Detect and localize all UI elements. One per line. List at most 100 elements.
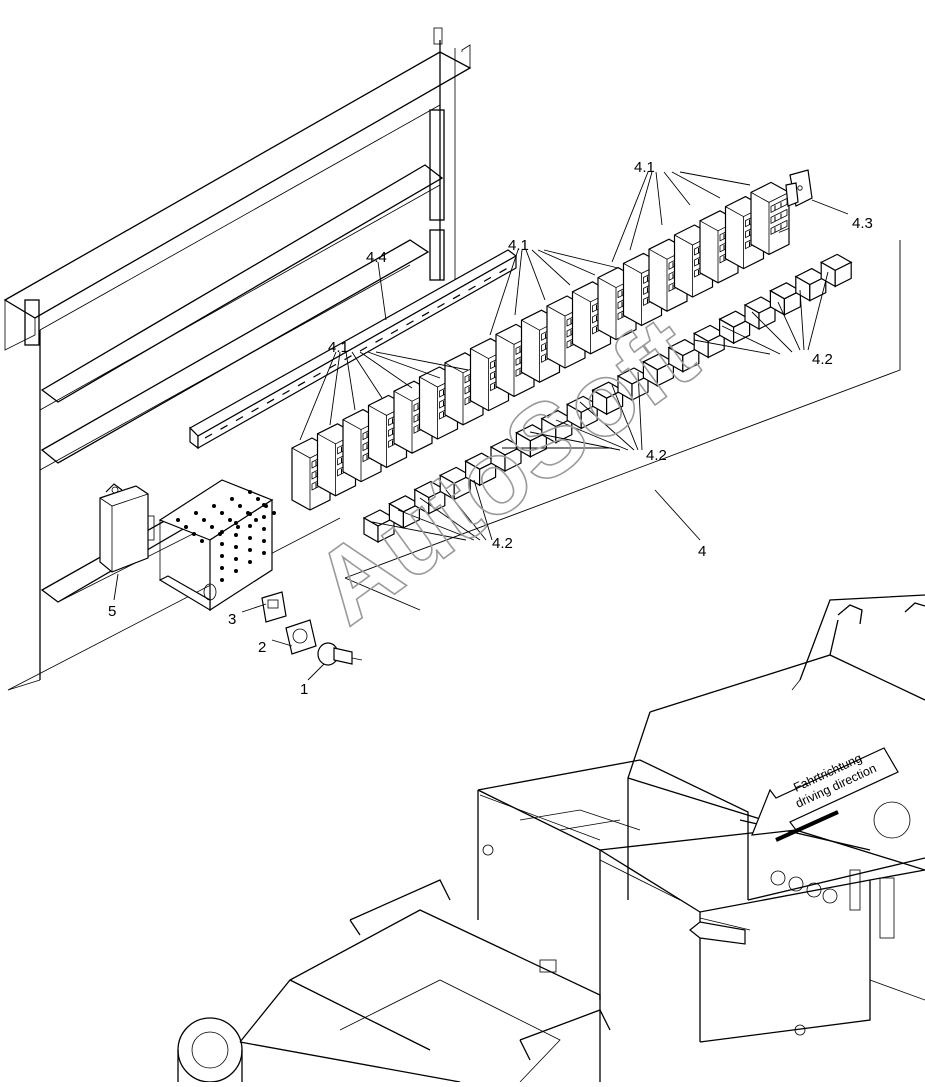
machine-body (177, 594, 925, 1083)
label-3: 3 (228, 611, 236, 628)
rail-slot (266, 398, 275, 404)
cable-duct-top (3, 51, 472, 319)
perforated-bracket (158, 479, 276, 612)
rail-slot (297, 381, 306, 387)
bracket-hole (272, 511, 276, 515)
bracket-hole (220, 566, 224, 570)
relay (489, 438, 523, 473)
label-4-2-low: 4.2 (492, 535, 513, 552)
bracket-hole (230, 497, 234, 501)
bracket-hole (228, 518, 232, 522)
cable-duct-upper (40, 164, 444, 403)
bracket-hole (238, 504, 242, 508)
rail-slot (251, 407, 259, 413)
relay (642, 353, 675, 387)
bracket-hole (210, 525, 214, 529)
bracket-hole (234, 521, 238, 525)
rail-slot (235, 416, 244, 422)
label-4: 4 (698, 543, 706, 560)
rail-slot (220, 424, 228, 430)
cable-duct-middle (40, 239, 430, 464)
bracket-hole (262, 539, 266, 543)
relay (769, 282, 802, 316)
relay (464, 452, 497, 487)
bracket-hole (220, 542, 224, 546)
label-4-1-mid: 4.1 (508, 237, 529, 254)
bracket-hole (212, 504, 216, 508)
relay (388, 495, 421, 529)
relay (718, 310, 751, 345)
rail-slot (390, 329, 399, 335)
rail-slot (359, 346, 368, 352)
rail-slot (282, 389, 290, 396)
leader-lines (113, 171, 901, 681)
end-clamp (785, 169, 813, 207)
bracket-hole (220, 511, 224, 515)
rail-slot (406, 320, 414, 326)
bracket-hole (262, 503, 266, 507)
bracket-hole (220, 530, 224, 534)
bracket-hole (234, 569, 238, 573)
bracket-hole (262, 551, 266, 555)
relay (591, 381, 624, 416)
rail-slot (483, 276, 492, 282)
bracket-hole (234, 557, 238, 561)
rail-slot (313, 372, 321, 378)
bracket-hole (184, 525, 188, 529)
rail-slot (468, 285, 476, 291)
bracket-hole (248, 524, 252, 528)
bracket-hole (220, 578, 224, 582)
bracket-hole (202, 518, 206, 522)
relay (616, 367, 650, 402)
rail-slot (499, 268, 507, 274)
rail-slot (421, 311, 430, 317)
bracket-hole (256, 497, 260, 501)
label-4-2-right: 4.2 (812, 351, 833, 368)
bracket-hole (176, 518, 180, 522)
relay (413, 480, 447, 515)
rail-slot (344, 355, 352, 361)
bracket-hole (248, 536, 252, 540)
label-4-1-top: 4.1 (634, 159, 655, 176)
bracket-hole (192, 532, 196, 536)
bracket-hole (262, 515, 266, 519)
relay (667, 338, 701, 373)
bracket-hole (194, 511, 198, 515)
label-4-2-mid: 4.2 (646, 447, 667, 464)
label-4-1-left: 4.1 (328, 339, 349, 356)
bracket-hole (220, 554, 224, 558)
switch-assembly (261, 591, 363, 666)
relay-base (750, 181, 790, 256)
rail-slot (452, 294, 461, 300)
bracket-hole (236, 525, 240, 529)
bracket-hole (254, 518, 258, 522)
bracket-hole (248, 512, 252, 516)
label-2: 2 (258, 639, 266, 656)
label-4-4: 4.4 (366, 249, 387, 266)
relay (692, 324, 726, 359)
bracket-hole (248, 490, 252, 494)
rail-slot (328, 363, 337, 369)
rail-slot (375, 337, 383, 343)
rail-slot (204, 433, 213, 439)
label-4-3: 4.3 (852, 215, 873, 232)
relay (438, 466, 472, 501)
rail-slot (437, 302, 445, 309)
label-5: 5 (108, 603, 116, 620)
relay-bases (291, 181, 790, 511)
bracket-hole (234, 545, 238, 549)
bracket-hole (200, 539, 204, 543)
bracket-hole (248, 560, 252, 564)
driving-direction-arrow: Fahrtrichtung driving direction (751, 747, 899, 842)
relay (819, 253, 853, 288)
cabinet-frame (3, 27, 472, 691)
bracket-hole (234, 533, 238, 537)
transformer (99, 483, 155, 573)
bracket-hole (262, 527, 266, 531)
bracket-hole (248, 548, 252, 552)
part-labels: 4.1 4.1 4.1 4.3 4.4 4.2 4.2 4.2 4 5 3 2 … (108, 159, 873, 698)
cable-duct-vertical (429, 109, 445, 221)
label-1: 1 (300, 681, 308, 698)
